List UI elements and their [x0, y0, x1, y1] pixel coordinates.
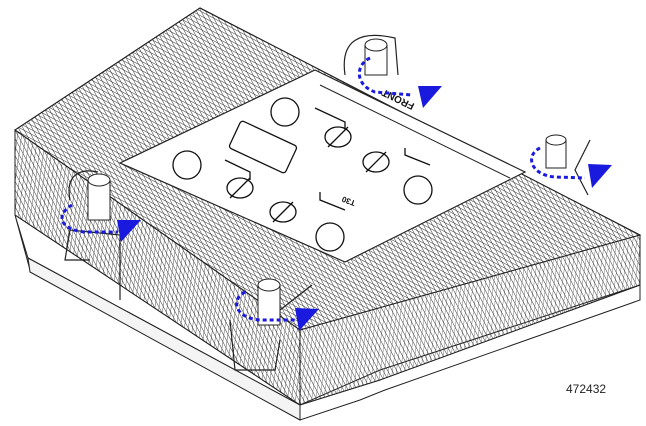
heatsink-base: [14, 214, 641, 421]
captive-screw-1[interactable]: [343, 34, 399, 76]
sequence-symbols: [172, 97, 433, 252]
arrow-head-icon: [588, 164, 612, 188]
captive-screw-2[interactable]: [545, 134, 591, 196]
figure-number: 472432: [566, 382, 607, 396]
rotation-arrows: [60, 56, 586, 322]
captive-screw-4[interactable]: [229, 278, 313, 371]
arrow-head-icon: [418, 86, 442, 108]
rotation-arrow-4: [235, 290, 296, 322]
top-plate: FRONT T30: [118, 69, 527, 263]
arrow-head-icon: [117, 220, 141, 242]
rotation-arrow-3: [60, 203, 118, 234]
arrow-heads: [117, 86, 612, 331]
captive-screw-3[interactable]: [64, 170, 121, 300]
rotation-arrow-1: [357, 56, 413, 97]
arrow-head-icon: [295, 308, 319, 331]
rotation-arrow-2: [530, 146, 586, 180]
